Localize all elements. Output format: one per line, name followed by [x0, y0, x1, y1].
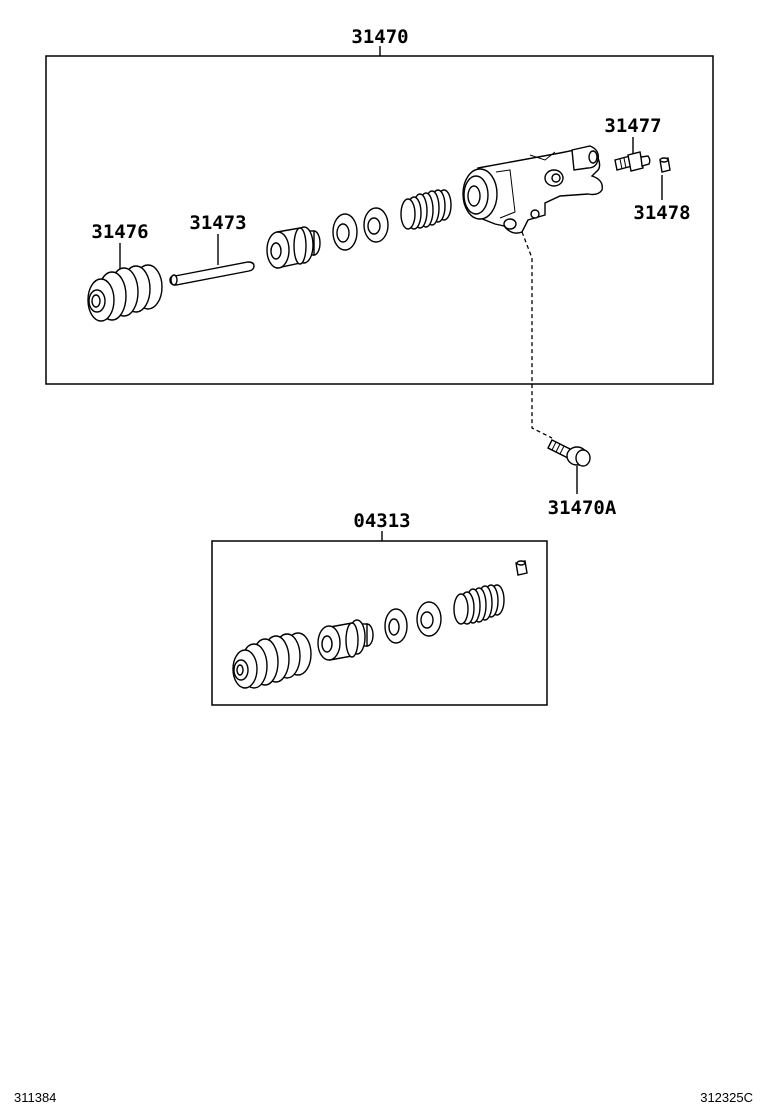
label-31470A[interactable]: 31470A [548, 497, 617, 519]
kit-piston-part [317, 619, 374, 661]
push-rod-part [169, 261, 255, 286]
piston-part [266, 226, 321, 269]
cup-1-part [332, 213, 358, 251]
kit-boot-part [232, 632, 312, 689]
assembly-group: 31470 31476 31473 [45, 26, 714, 385]
label-31478[interactable]: 31478 [633, 202, 690, 224]
bleeder-plug-part [614, 151, 651, 172]
kit-spring-part [453, 584, 505, 625]
label-31473[interactable]: 31473 [189, 212, 246, 234]
repair-kit-group: 04313 [211, 510, 548, 706]
cylinder-body-part [462, 145, 603, 234]
kit-cup-1-part [384, 608, 408, 644]
kit-cap-part [515, 560, 528, 576]
bleeder-cap-part [659, 157, 671, 173]
footer-right-code: 312325C [700, 1090, 753, 1105]
label-31476[interactable]: 31476 [91, 221, 148, 243]
repair-kit-frame [211, 540, 548, 706]
boot-part [87, 264, 163, 322]
assembly-frame [45, 55, 714, 385]
label-31470[interactable]: 31470 [351, 26, 408, 48]
bolt-part [547, 439, 591, 467]
footer-left-code: 311384 [14, 1090, 56, 1105]
label-04313[interactable]: 04313 [353, 510, 410, 532]
cup-2-part [363, 207, 389, 243]
label-31477[interactable]: 31477 [604, 115, 661, 137]
bolt-link-dashed [521, 231, 553, 439]
spring-part [400, 189, 452, 230]
kit-cup-2-part [416, 601, 442, 637]
